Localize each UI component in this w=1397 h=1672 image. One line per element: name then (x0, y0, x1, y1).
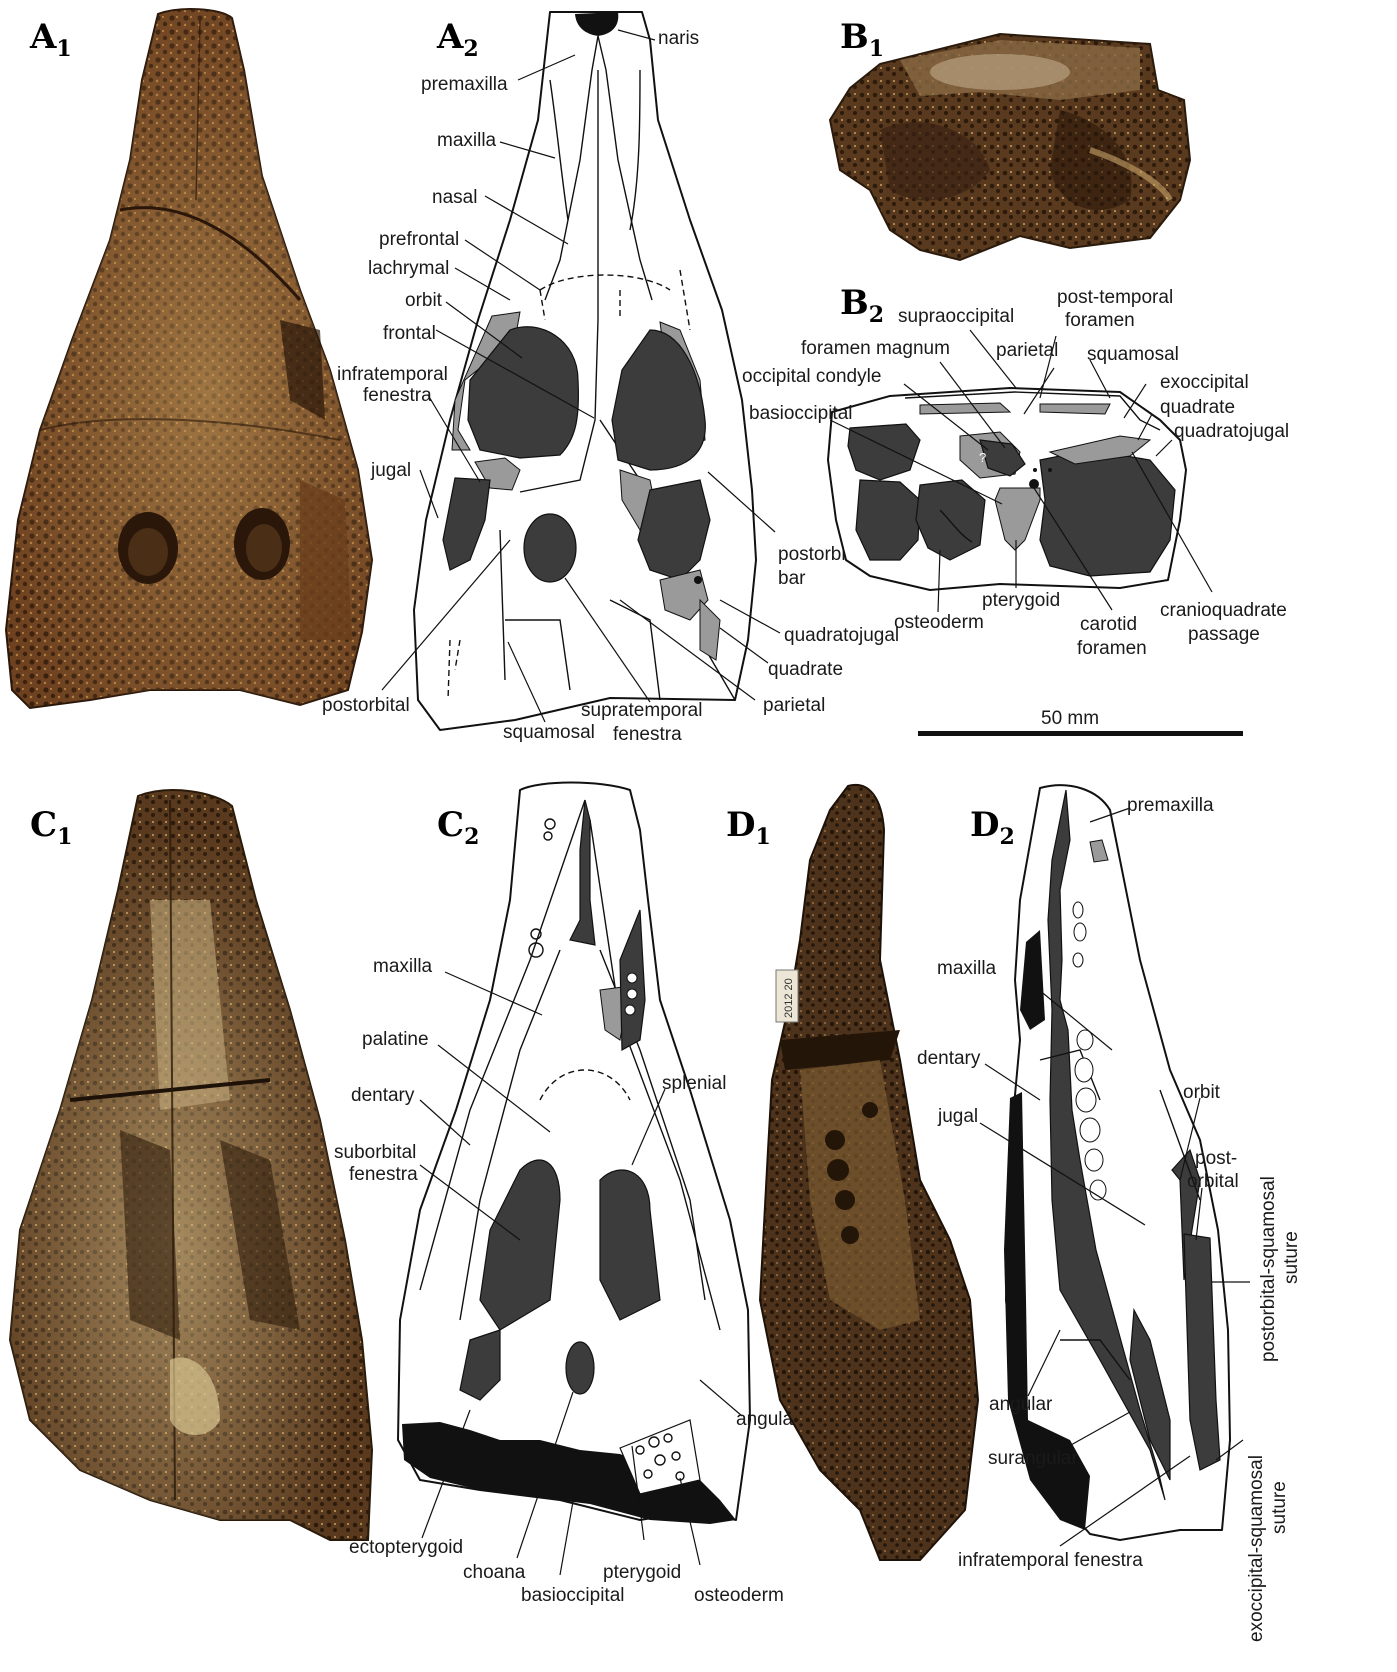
label-b2-basioccipital: basioccipital (749, 403, 853, 424)
label-a2-frontal: frontal (383, 323, 436, 344)
label-a2-premaxilla: premaxilla (421, 74, 508, 95)
label-a2-squamosal: squamosal (503, 722, 595, 743)
panel-label-a1: A1 (29, 17, 72, 62)
photo-d1-tag-text: 2012 20 (783, 978, 795, 1018)
panel-label-b1: B1 (840, 17, 884, 62)
label-d2-postorbital-squamosal-suture: suture (1281, 1231, 1302, 1284)
drawing-a2-skull (414, 12, 756, 730)
label-d2-surangular: surangular (988, 1448, 1078, 1469)
svg-text:B2: B2 (840, 283, 884, 328)
drawing-b2-occipital: ? (828, 388, 1186, 590)
label-b2-occipital-condyle: occipital condyle (742, 366, 881, 387)
label-a2-infratemporal-fenestra: fenestra (363, 385, 432, 406)
svg-text:D2: D2 (970, 805, 1015, 850)
label-c2-maxilla: maxilla (373, 956, 433, 977)
label-a2-quadrate: quadrate (768, 659, 843, 680)
label-d2-post: post- (1195, 1148, 1237, 1169)
panel-label-c2: C2 (437, 805, 479, 850)
label-b2-question: ? (979, 450, 986, 465)
label-c2-suborbital: suborbital (334, 1142, 416, 1163)
label-a2-naris: naris (658, 28, 699, 49)
label-a2-supratemporal: supratemporal (581, 700, 702, 721)
panel-label-b2: B2 (840, 283, 884, 328)
panel-label-c1: C1 (30, 805, 72, 850)
photo-b1-occipital (830, 34, 1190, 260)
svg-text:D1: D1 (726, 805, 771, 850)
panel-label-d2: D2 (970, 805, 1015, 850)
label-d2-jugal: jugal (937, 1106, 978, 1127)
label-b2-pterygoid: pterygoid (982, 590, 1060, 611)
label-b2-exoccipital: exoccipital (1160, 372, 1249, 393)
photo-c1-skull-ventral (10, 790, 372, 1540)
label-b2-osteoderm: osteoderm (894, 612, 984, 633)
svg-text:B1: B1 (840, 17, 884, 62)
label-c2-dentary: dentary (351, 1085, 415, 1106)
label-c2-suborbital-fenestra: fenestra (349, 1164, 418, 1185)
scale-bar: 50 mm (918, 708, 1243, 736)
label-b2-quadratojugal: quadratojugal (1174, 421, 1289, 442)
label-a2-lachrymal: lachrymal (368, 258, 449, 279)
label-b2-supraoccipital: supraoccipital (898, 306, 1014, 327)
scale-bar-label: 50 mm (1041, 708, 1099, 729)
label-a2-supratemporal-fenestra: fenestra (613, 724, 682, 745)
label-b2-squamosal: squamosal (1087, 344, 1179, 365)
label-c2-pterygoid: pterygoid (603, 1562, 681, 1583)
label-c2-palatine: palatine (362, 1029, 429, 1050)
label-b2-carotid-foramen: foramen (1077, 638, 1147, 659)
svg-text:C2: C2 (437, 805, 479, 850)
drawing-c2-skull-ventral (398, 783, 750, 1525)
label-b2-cranioquadrate-passage: passage (1188, 624, 1260, 645)
label-a2-postorbital: postorbital (322, 695, 410, 716)
label-b2-post-temporal: post-temporal (1057, 287, 1173, 308)
label-c2-basioccipital: basioccipital (521, 1585, 625, 1606)
label-d2-angular: angular (989, 1394, 1053, 1415)
label-c2-splenial: splenial (662, 1073, 726, 1094)
label-a2-jugal: jugal (370, 460, 411, 481)
svg-text:C1: C1 (30, 805, 72, 850)
panel-label-d1: D1 (726, 805, 771, 850)
label-a2-nasal: nasal (432, 187, 477, 208)
label-d2-orbital: orbital (1187, 1171, 1239, 1192)
label-d2-premaxilla: premaxilla (1127, 795, 1214, 816)
label-b2-carotid: carotid (1080, 614, 1137, 635)
svg-text:A2: A2 (436, 17, 479, 62)
photo-a1-skull-dorsal (6, 9, 372, 708)
label-a2-parietal: parietal (763, 695, 825, 716)
label-d2-exoccipital-squamosal-suture: suture (1269, 1481, 1290, 1534)
label-d2-postorbital-squamosal: postorbital-squamosal (1258, 1176, 1279, 1362)
label-c2-osteoderm: osteoderm (694, 1585, 784, 1606)
label-c2-ectopterygoid: ectopterygoid (349, 1537, 463, 1558)
label-d2-dentary: dentary (917, 1048, 981, 1069)
label-b2-parietal: parietal (996, 340, 1058, 361)
label-d2-orbit: orbit (1183, 1082, 1221, 1103)
label-c2-choana: choana (463, 1562, 526, 1583)
label-b2-cranioquadrate: cranioquadrate (1160, 600, 1287, 621)
label-b2-foramen-magnum: foramen magnum (801, 338, 950, 359)
label-b2-quadrate: quadrate (1160, 397, 1235, 418)
label-a2-postorbital-bar-2: bar (778, 568, 806, 589)
label-a2-infratemporal: infratemporal (337, 364, 448, 385)
label-a2-quadratojugal: quadratojugal (784, 625, 899, 646)
label-b2-post-temporal-foramen: foramen (1065, 310, 1135, 331)
panel-label-a2: A2 (436, 17, 479, 62)
label-a2-orbit: orbit (405, 290, 443, 311)
label-d2-maxilla: maxilla (937, 958, 997, 979)
svg-text:A1: A1 (29, 17, 72, 62)
label-d2-exoccipital-squamosal: exoccipital-squamosal (1246, 1455, 1267, 1642)
label-a2-maxilla: maxilla (437, 130, 497, 151)
label-d2-infratemporal-fenestra: infratemporal fenestra (958, 1550, 1143, 1571)
photo-d1-skull-lateral: 2012 20 (760, 785, 978, 1560)
label-a2-prefrontal: prefrontal (379, 229, 459, 250)
photo-d1-specimen-tag: 2012 20 (776, 970, 798, 1022)
